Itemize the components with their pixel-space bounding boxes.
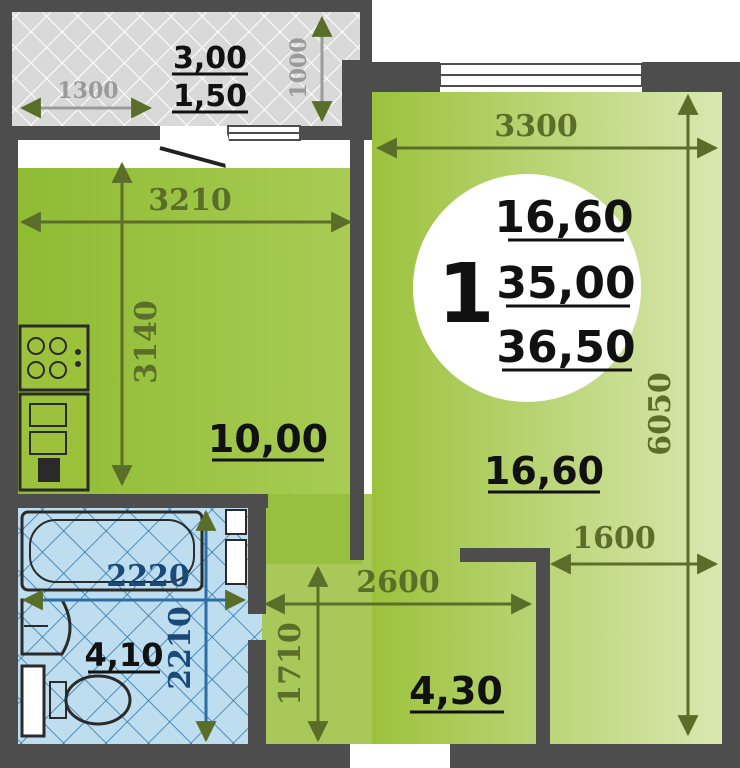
bathroom-length: 2210 (163, 606, 198, 690)
rooms-count: 1 (437, 247, 494, 342)
kitchen-area: 10,00 (208, 417, 328, 461)
kitchen-width: 3210 (148, 183, 232, 218)
hallway-length: 1710 (273, 622, 308, 706)
dimension-lines (19, 15, 719, 743)
toilet (20, 664, 132, 738)
hallway-width: 2600 (356, 565, 440, 600)
windows (18, 63, 643, 160)
badge-total-with-balcony: 36,50 (496, 322, 635, 373)
living-niche-width: 1600 (572, 521, 656, 556)
bathroom-area: 4,10 (85, 636, 164, 674)
badge-total-area: 35,00 (496, 258, 635, 309)
balcony-depth: 1000 (286, 37, 312, 98)
sink (18, 392, 90, 492)
living-room-area: 16,60 (484, 449, 604, 493)
kitchen-length: 3140 (129, 300, 164, 384)
bathroom-width: 2220 (106, 559, 190, 594)
balcony-door (159, 133, 230, 168)
living-room-width: 3300 (494, 109, 578, 144)
badge-living-area: 16,60 (494, 192, 633, 243)
living-room-length: 6050 (643, 372, 678, 456)
stove (18, 324, 90, 392)
hallway-upper (262, 494, 362, 564)
balcony-width: 1300 (57, 78, 118, 104)
balcony-reduced-area: 1,50 (173, 79, 247, 114)
summary-badge (413, 174, 641, 402)
washing-machine (225, 509, 247, 585)
balcony-area: 3,00 (173, 41, 247, 76)
bathroom-floor (18, 508, 262, 744)
hallway-area: 4,30 (409, 669, 503, 713)
